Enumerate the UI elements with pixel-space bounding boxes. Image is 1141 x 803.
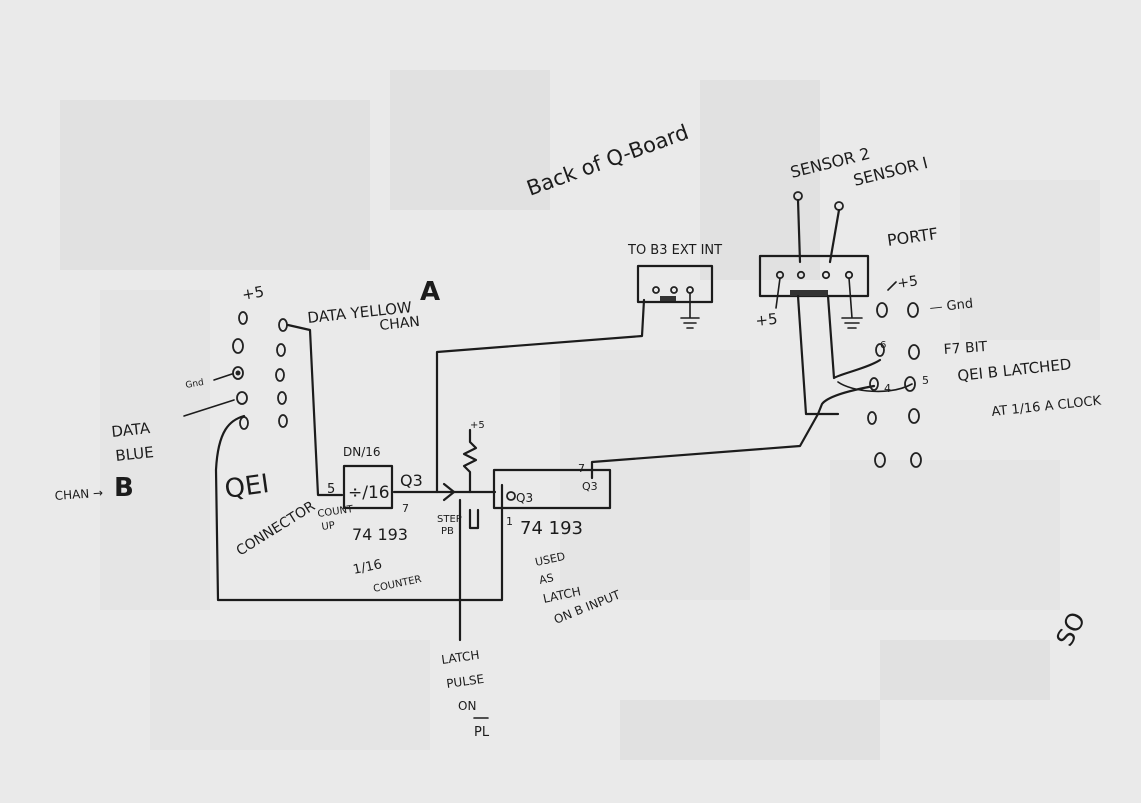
- sensor1-terminal: [834, 201, 844, 211]
- f7-bit-label: F7 BIT: [943, 339, 988, 358]
- chan-a-word: CHAN: [379, 314, 421, 334]
- portf-ground-symbol: [841, 277, 863, 329]
- portf-pin3: [821, 270, 831, 280]
- portf-plus5: +5: [755, 310, 779, 330]
- wire-portf-to-sensor: [796, 294, 840, 416]
- data-blue-arrow: [183, 399, 235, 417]
- chan-b-letter: B: [114, 473, 134, 503]
- wire-q3b-to-portf: [590, 384, 876, 480]
- ic1-body: [342, 464, 394, 510]
- portf-lead-plus5: [775, 277, 781, 309]
- wire-chan-b: [214, 414, 504, 602]
- qei-connector-pins: [232, 311, 288, 430]
- b3-ground-symbol: [680, 292, 700, 329]
- portf-pin2: [796, 270, 806, 280]
- gnd-arrow: [213, 373, 233, 381]
- used-label-2: AS: [538, 571, 555, 587]
- right-connector-pins: [867, 302, 922, 468]
- ic1-part-number: 74 193: [352, 525, 408, 544]
- right-gnd-label: — Gnd: [929, 296, 974, 315]
- corner-mark: SO: [1051, 608, 1092, 651]
- sensor1-lead: [828, 208, 841, 264]
- step-pushbutton: [468, 508, 480, 530]
- qei-label: QEI: [223, 469, 271, 505]
- data-blue-label-2: BLUE: [115, 443, 155, 465]
- latch-label-4: PL: [474, 725, 490, 740]
- connector-label: CONNECTOR: [234, 498, 319, 559]
- right-pin4: 4: [884, 382, 891, 395]
- ic1-q3: Q3: [400, 471, 423, 490]
- ic2-body: [492, 468, 612, 510]
- chan-b-word: CHAN →: [54, 486, 103, 503]
- latch-label-1: LATCH: [440, 648, 480, 667]
- ic2-pin1: 1: [506, 515, 513, 528]
- wire-portf-f7: [826, 294, 882, 380]
- counter-label-2: COUNTER: [372, 574, 422, 595]
- right-plus5: +5: [896, 273, 919, 292]
- resistor-plus5: +5: [470, 420, 485, 431]
- qei-b-latched-label: QEI B LATCHED: [957, 355, 1073, 385]
- ic2-pin7: 7: [578, 462, 585, 475]
- ic1-pin5: 5: [327, 482, 335, 497]
- step-pb-label-2: PB: [441, 526, 454, 537]
- count-up-label-2: UP: [321, 520, 336, 533]
- portf-hatch: [790, 290, 828, 296]
- portf-label: PORTF: [886, 224, 939, 250]
- ic2-input: [506, 491, 516, 501]
- at-clock-label: AT 1/16 A CLOCK: [991, 394, 1102, 420]
- ic1-dn16-label: DN/16: [343, 445, 381, 459]
- step-pb-label-1: STEP: [437, 514, 462, 525]
- pullup-resistor: [462, 428, 478, 494]
- ic1-pin7: 7: [402, 502, 409, 515]
- gnd-left-label: Gnd: [185, 378, 205, 391]
- b3-pin3: [686, 286, 694, 294]
- right-pin5: 5: [922, 374, 929, 387]
- latch-label-2: PULSE: [445, 672, 484, 691]
- counter-label-1: 1/16: [352, 557, 384, 578]
- to-b3-label: TO B3 EXT INT: [627, 243, 722, 258]
- ic2-part-number: 74 193: [520, 518, 583, 539]
- ic1-inner-label: ÷/16: [348, 483, 390, 503]
- chan-a-letter: A: [420, 277, 440, 307]
- wire-to-b3: [435, 298, 646, 494]
- ic2-q3-left: Q3: [516, 491, 533, 505]
- b3-pin2: [670, 286, 678, 294]
- junction-mark: [442, 482, 456, 502]
- used-label-1: USED: [534, 550, 567, 569]
- ic2-q3-right: Q3: [582, 480, 598, 493]
- b3-header: [636, 264, 714, 304]
- plus5-tick: [887, 281, 897, 291]
- used-label-3: LATCH: [542, 584, 582, 606]
- b3-pin1: [652, 286, 660, 294]
- sensor2-lead: [796, 198, 802, 264]
- latch-label-3: ON: [458, 699, 476, 713]
- qei-plus5: +5: [241, 282, 266, 304]
- count-up-label-1: COUNT: [317, 504, 355, 520]
- right-pin6: 6: [880, 340, 886, 351]
- scan-texture: [60, 70, 1100, 760]
- wire-chan-a: [286, 323, 344, 497]
- b3-hatch: [660, 296, 676, 301]
- data-blue-label-1: DATA: [111, 419, 152, 441]
